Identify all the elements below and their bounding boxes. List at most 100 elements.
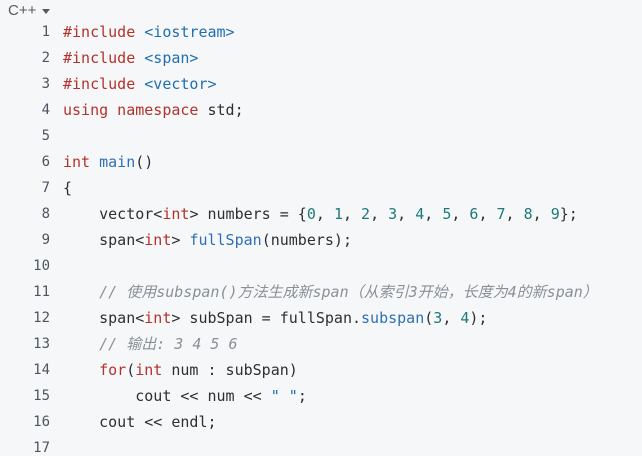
chevron-down-icon [42,8,51,14]
keyword-token: #include [63,49,145,67]
number-token: 0 [306,205,316,223]
code-line: 12 span<int> subSpan = fullSpan.subspan(… [0,305,642,331]
line-number: 11 [33,284,50,300]
keyword-token: int [162,205,190,223]
number-token: 8 [523,205,533,223]
code-line: 7{ [0,175,642,201]
text-token: ( [126,361,136,379]
number-token: 5 [442,205,452,223]
keyword-token: int [63,153,100,171]
code-text: #include <iostream> [63,19,235,45]
number-token: 6 [469,205,479,223]
code-text: cout << endl; [63,409,217,435]
code-line: 15 cout << num << " "; [0,383,642,409]
text-token: () [135,153,154,171]
text-token: , [424,205,443,223]
code-lines[interactable]: 1 #include <iostream> 2 #include <span> 3 #in… [0,19,642,456]
text-token: cout << endl; [63,413,217,431]
function-token: main [99,153,136,171]
code-text: int main() [63,149,153,175]
number-token: 4 [460,309,470,327]
number-token: 7 [496,205,506,223]
keyword-token: int [144,309,172,327]
text-token: ); [469,309,488,327]
text-token: , [478,205,497,223]
text-token: span< [63,309,145,327]
text-token: , [451,205,470,223]
line-number: 5 [41,128,50,144]
text-token: , [315,205,334,223]
line-number: 12 [33,310,50,326]
code-line: 11 // 使用subspan()方法生成新span（从索引3开始，长度为4的新… [0,279,642,305]
text-token: > [171,231,190,249]
code-line: 8 vector<int> numbers = {0, 1, 2, 3, 4, … [0,201,642,227]
keyword-token: int [144,231,172,249]
code-line: 10 [0,253,642,279]
line-number: 14 [33,362,50,378]
text-token: > numbers = { [189,205,307,223]
code-text: #include <vector> [63,71,217,97]
code-line: 5 [0,123,642,149]
text-token: , [397,205,416,223]
text-token [63,361,99,379]
text-token: std; [207,101,244,119]
code-text: span<int> subSpan = fullSpan.subspan(3, … [63,305,487,331]
text-token: }; [559,205,578,223]
string-token: <iostream> [144,23,235,41]
language-selector[interactable]: C++ [8,0,51,20]
string-token: <vector> [144,75,217,93]
code-text: { [63,175,72,201]
keyword-token: for [99,361,127,379]
function-token: fullSpan [189,231,262,249]
code-text: for(int num : subSpan) [63,357,298,383]
line-number: 10 [33,258,50,274]
text-token: cout << num << [63,387,271,405]
code-line: 13 // 输出: 3 4 5 6 [0,331,642,357]
code-text: vector<int> numbers = {0, 1, 2, 3, 4, 5,… [63,201,578,227]
line-number: 16 [33,414,50,430]
code-text: span<int> fullSpan(numbers); [63,227,352,253]
line-number: 2 [41,50,50,66]
line-number: 8 [41,206,50,222]
keyword-token: using namespace [63,101,208,119]
function-token: subspan [361,309,425,327]
line-number: 17 [33,440,50,456]
text-token: { [63,179,73,197]
text-token: ; [297,387,307,405]
text-token: , [370,205,389,223]
text-token: , [532,205,551,223]
line-number: 1 [41,24,50,40]
text-token: span< [63,231,145,249]
line-number: 6 [41,154,50,170]
number-token: 3 [388,205,398,223]
code-line: 3 #include <vector> [0,71,642,97]
text-token: , [442,309,461,327]
number-token: 4 [415,205,425,223]
text-token: vector< [63,205,163,223]
number-token: 2 [361,205,371,223]
number-token: 3 [433,309,443,327]
string-token: <span> [144,49,199,67]
language-label: C++ [8,1,37,19]
code-line: 2 #include <span> [0,45,642,71]
code-text: using namespace std; [63,97,244,123]
code-line: 14 for(int num : subSpan) [0,357,642,383]
text-token: ( [424,309,434,327]
line-number: 15 [33,388,50,404]
keyword-token: #include [63,23,145,41]
code-text: // 输出: 3 4 5 6 [63,331,237,357]
line-number: 13 [33,336,50,352]
text-token: > subSpan = fullSpan. [171,309,362,327]
comment-token: // 使用subspan()方法生成新span（从索引3开始，长度为4的新spa… [63,283,598,301]
text-token: , [505,205,524,223]
keyword-token: int [135,361,163,379]
keyword-token: #include [63,75,145,93]
code-line: 16 cout << endl; [0,409,642,435]
line-number: 9 [41,232,50,248]
code-line: 6 int main() [0,149,642,175]
code-line: 1 #include <iostream> [0,19,642,45]
string-token: " " [270,387,298,405]
line-number: 7 [41,180,50,196]
line-number: 3 [41,76,50,92]
